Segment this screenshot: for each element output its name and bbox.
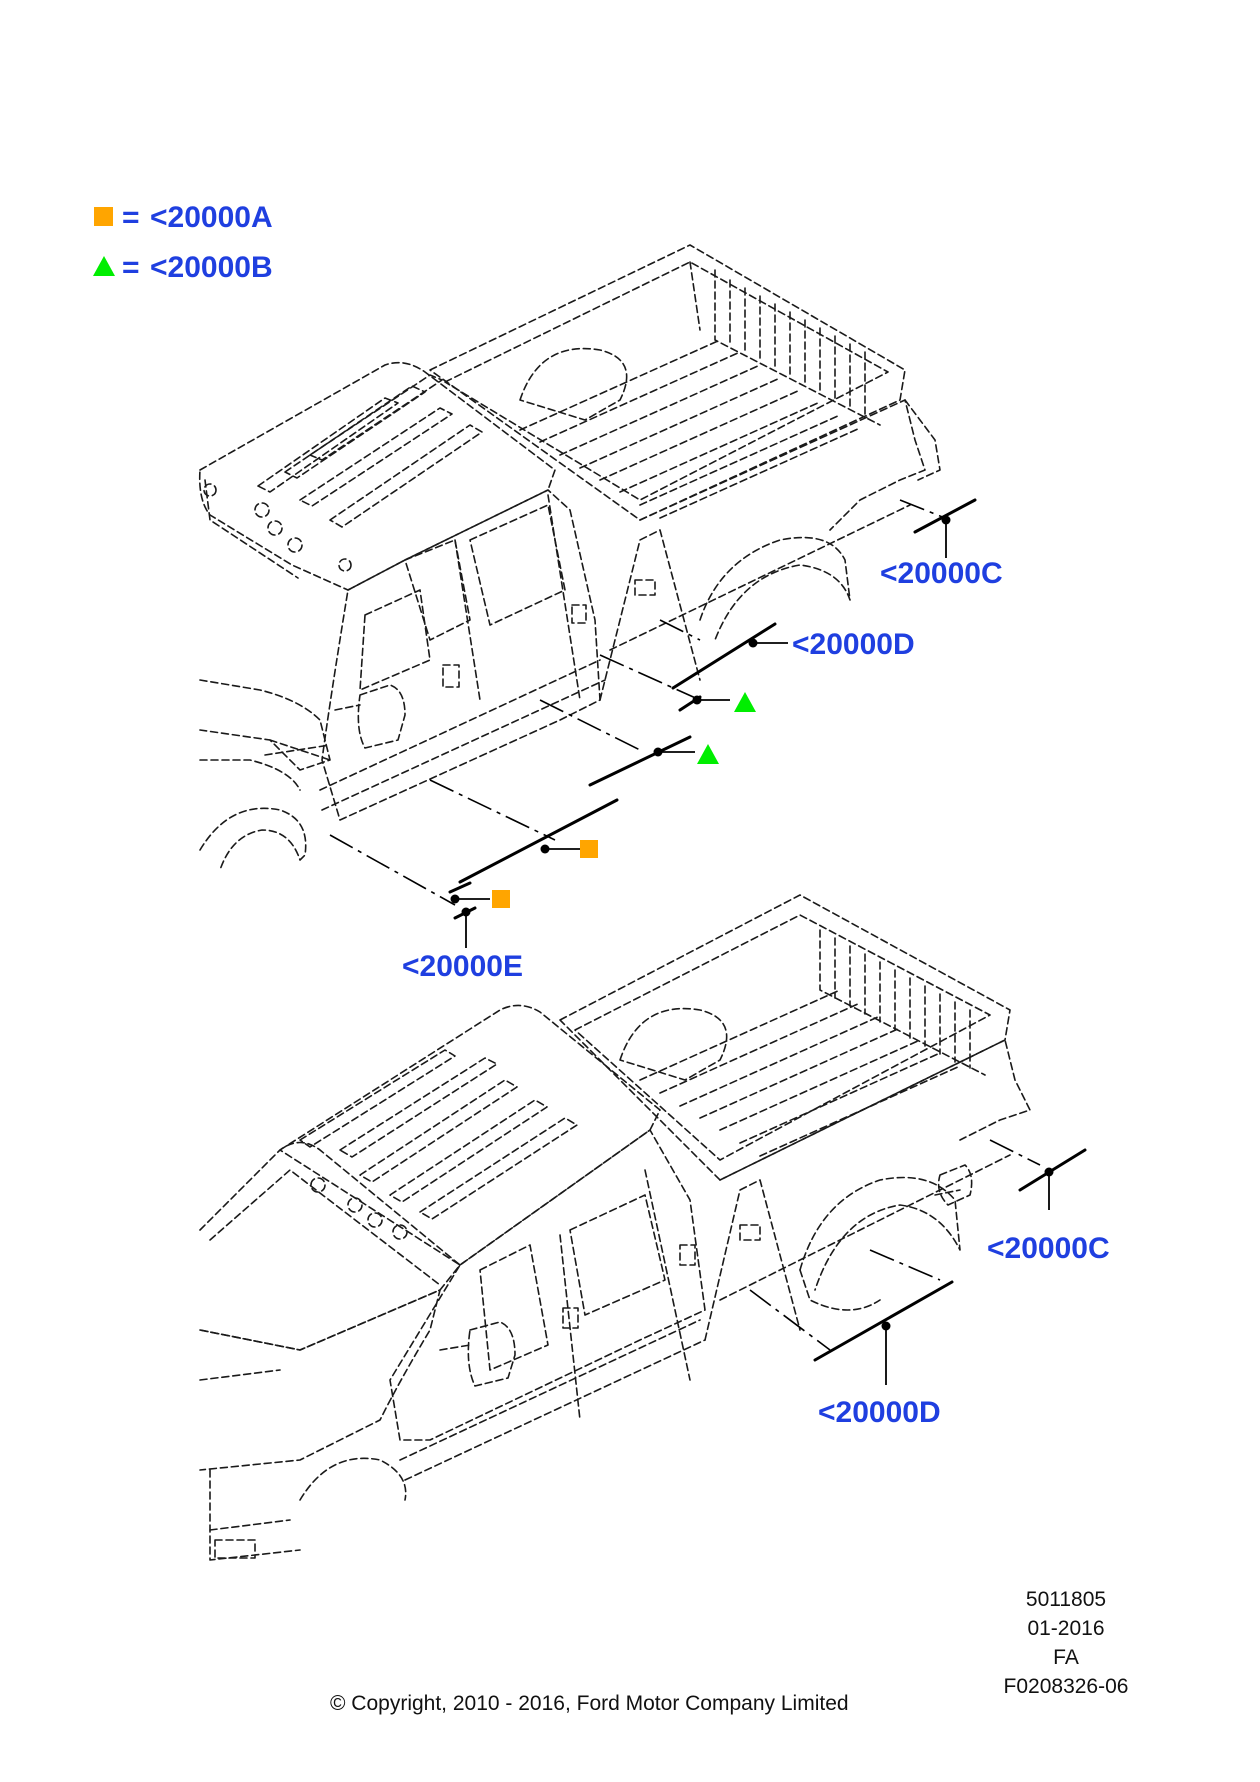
callout-20000d-bottom: <20000D: [818, 1396, 941, 1429]
callout-20000c-top: <20000C: [880, 557, 1003, 590]
green-triangle-marker-upper: [734, 692, 756, 712]
bottom-truck-illustration: [199, 894, 1031, 1561]
orange-square-marker-upper: [580, 840, 598, 858]
green-triangle-marker-lower: [697, 744, 719, 764]
callout-20000d-top: <20000D: [792, 628, 915, 661]
top-callout-leads: [450, 515, 951, 948]
orange-square-marker-lower: [492, 890, 510, 908]
footer-code: FA: [1053, 1646, 1079, 1669]
green-triangle-icon: [93, 256, 115, 276]
bottom-callout-leads: [881, 1167, 1054, 1385]
part-20000d-top: [671, 622, 777, 690]
copyright-text: © Copyright, 2010 - 2016, Ford Motor Com…: [330, 1692, 849, 1715]
orange-square-icon: [94, 207, 113, 226]
legend-label-b: <20000B: [150, 251, 273, 284]
callout-20000c-bottom: <20000C: [987, 1232, 1110, 1265]
top-truck-illustration: [198, 244, 941, 871]
footer: 5011805 01-2016 FA © Copyright, 2010 - 2…: [330, 1588, 1128, 1715]
part-20000a-lower: [448, 881, 472, 894]
callout-20000e: <20000E: [402, 950, 523, 983]
top-leader-lines: [329, 499, 946, 906]
legend-label-a: <20000A: [150, 201, 273, 234]
figure-id: F0208326-06: [1004, 1675, 1129, 1698]
footer-number: 5011805: [1026, 1588, 1106, 1611]
part-20000b-lower: [588, 735, 692, 787]
footer-date: 01-2016: [1027, 1617, 1104, 1640]
legend-equals-a: =: [122, 201, 140, 234]
part-20000a-upper: [458, 798, 619, 884]
bottom-leader-lines: [749, 1139, 1041, 1351]
legend-equals-b: =: [122, 251, 140, 284]
part-20000d-bottom: [813, 1280, 954, 1362]
legend: = <20000A = <20000B: [93, 201, 273, 284]
top-parts: [448, 498, 977, 920]
